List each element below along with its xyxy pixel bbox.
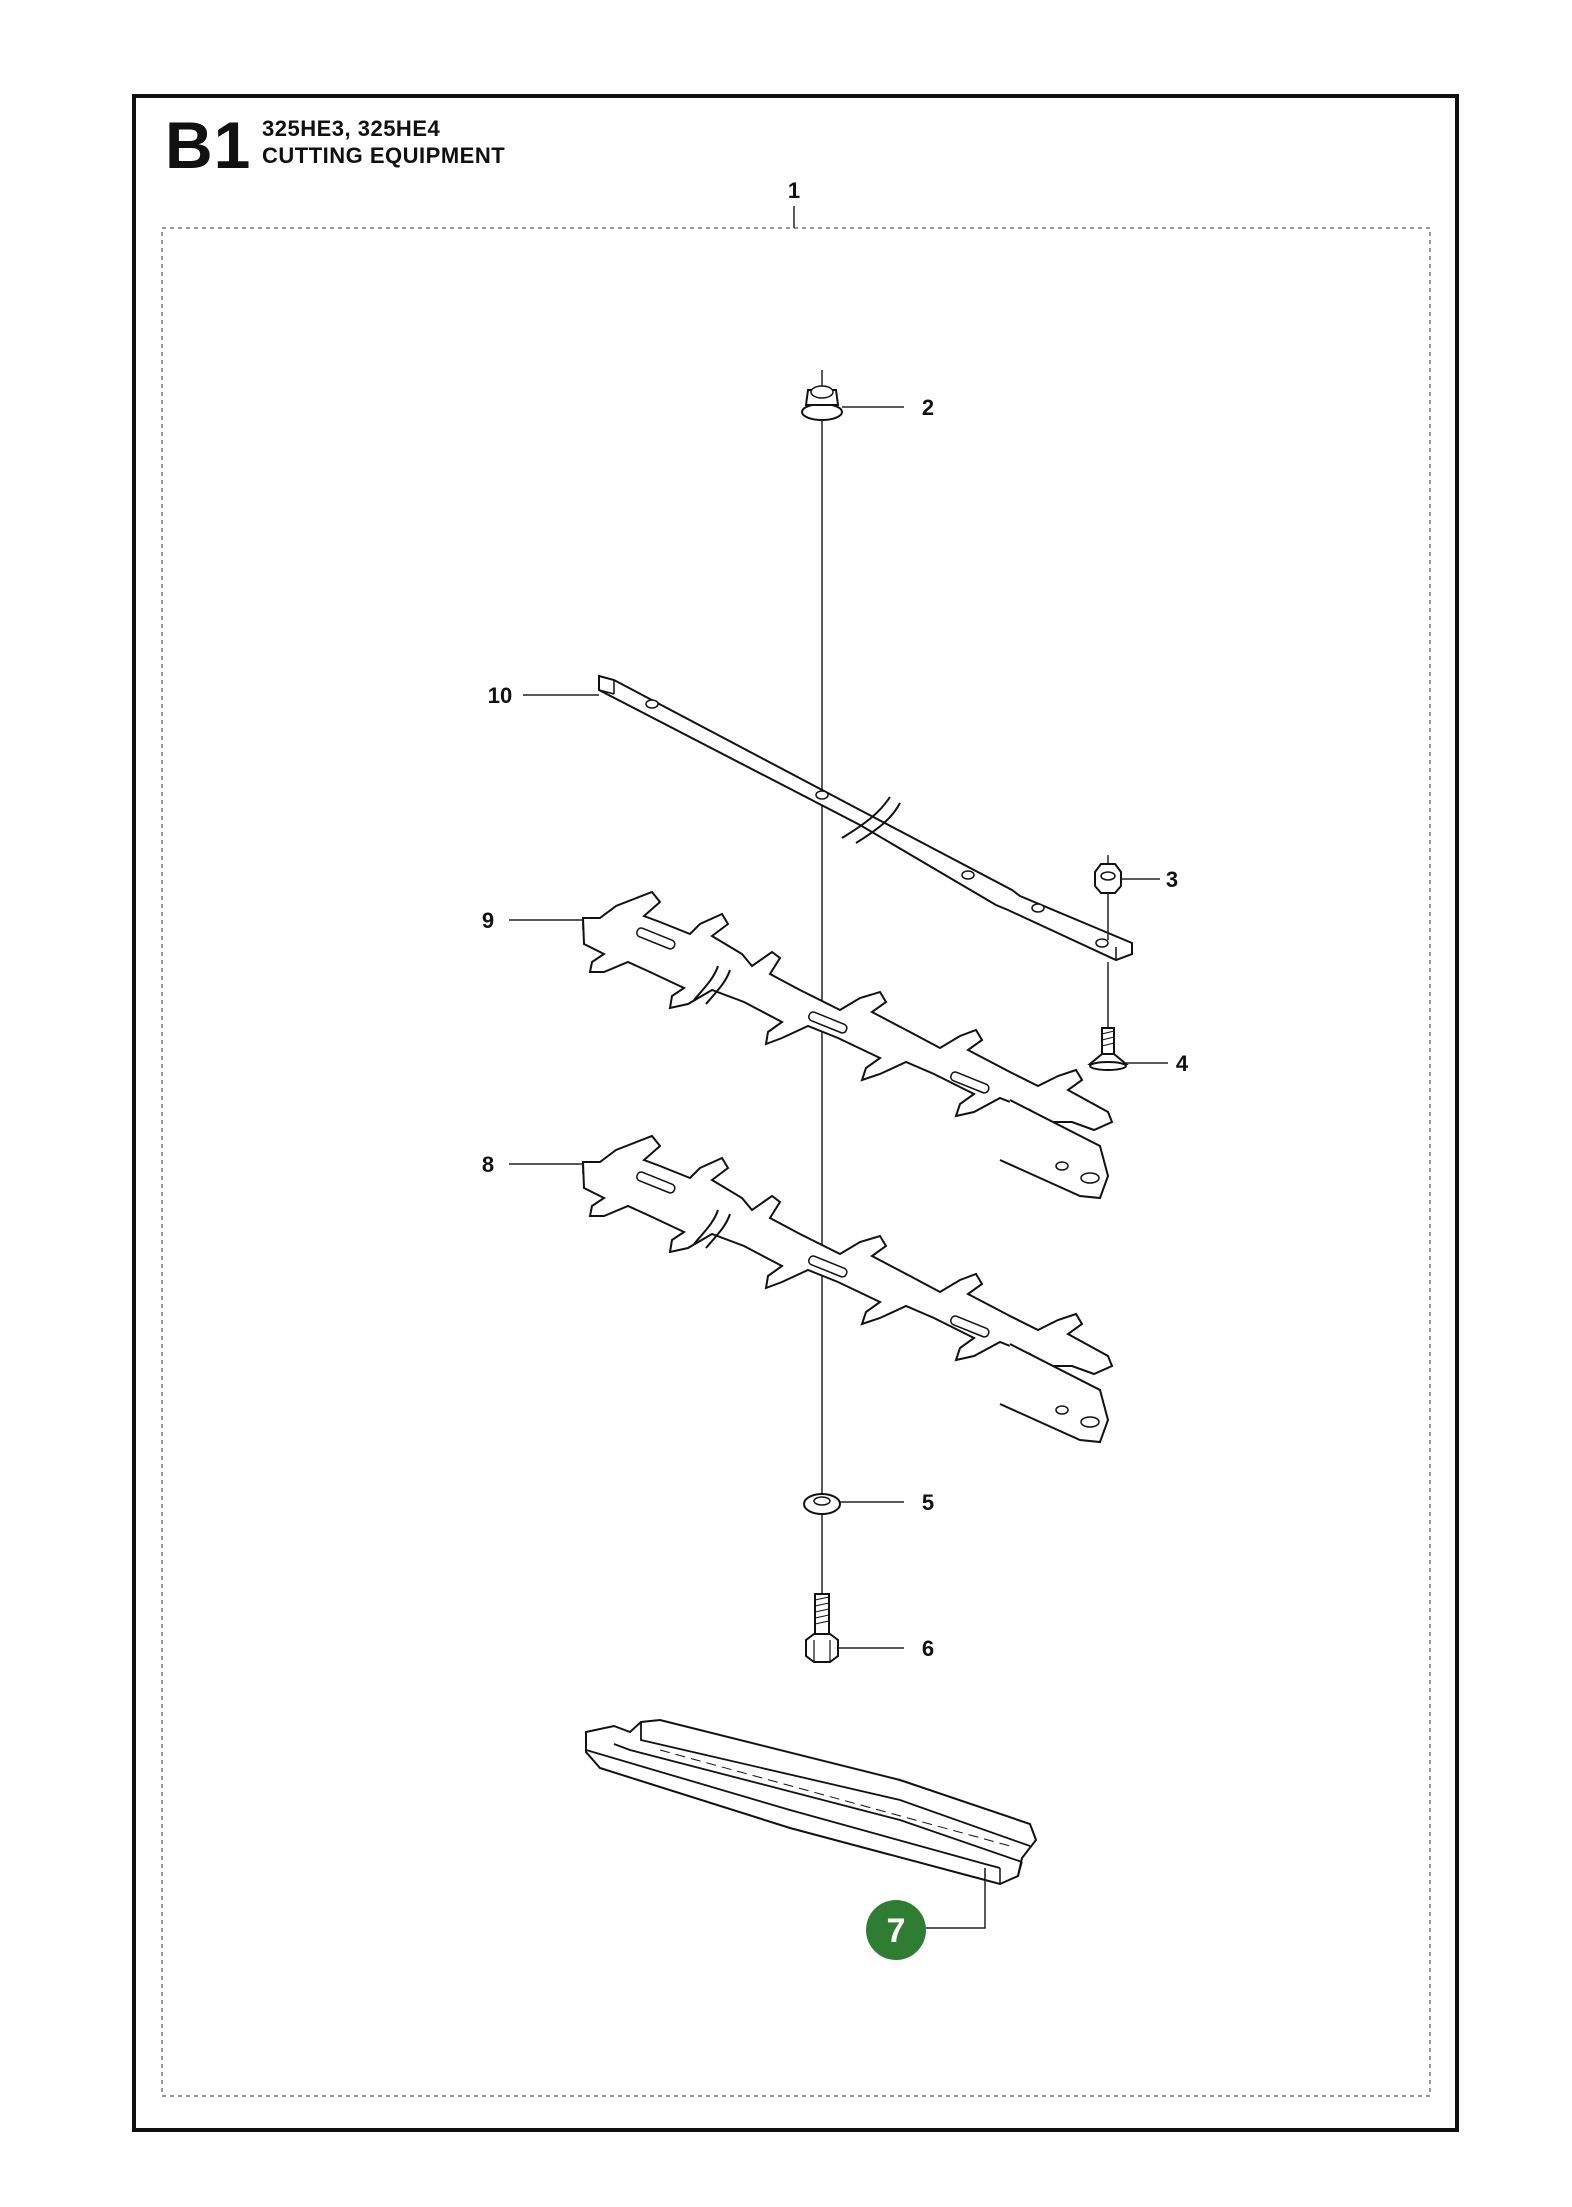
callout-1: 1 bbox=[788, 178, 800, 203]
callout-2: 2 bbox=[922, 395, 934, 420]
callout-7-highlight bbox=[866, 1900, 926, 1960]
callout-10: 10 bbox=[488, 683, 512, 708]
callout-8: 8 bbox=[482, 1152, 494, 1177]
callout-7: 7 bbox=[887, 1912, 906, 1950]
part-10-support-bar bbox=[523, 674, 1133, 962]
part-2-flange-nut bbox=[801, 370, 904, 421]
callout-3: 3 bbox=[1166, 867, 1178, 892]
part-7-blade-guard bbox=[585, 1718, 1038, 1929]
model-names: 325HE3, 325HE4 bbox=[262, 116, 441, 141]
part-5-washer bbox=[803, 1493, 904, 1515]
callout-4: 4 bbox=[1176, 1051, 1189, 1076]
section-title: CUTTING EQUIPMENT bbox=[262, 143, 506, 168]
part-4-countersunk-screw bbox=[1087, 962, 1168, 1071]
section-code: B1 bbox=[165, 108, 252, 182]
part-6-hex-bolt bbox=[805, 1593, 904, 1663]
assembly-boundary bbox=[161, 227, 1431, 2097]
callout-5: 5 bbox=[922, 1490, 934, 1515]
callout-6: 6 bbox=[922, 1636, 934, 1661]
part-9-upper-blade bbox=[509, 890, 1114, 1200]
part-3-nut bbox=[1094, 855, 1160, 940]
page-frame bbox=[132, 94, 1459, 2132]
part-8-lower-blade bbox=[509, 1134, 1114, 1444]
callout-9: 9 bbox=[482, 908, 494, 933]
